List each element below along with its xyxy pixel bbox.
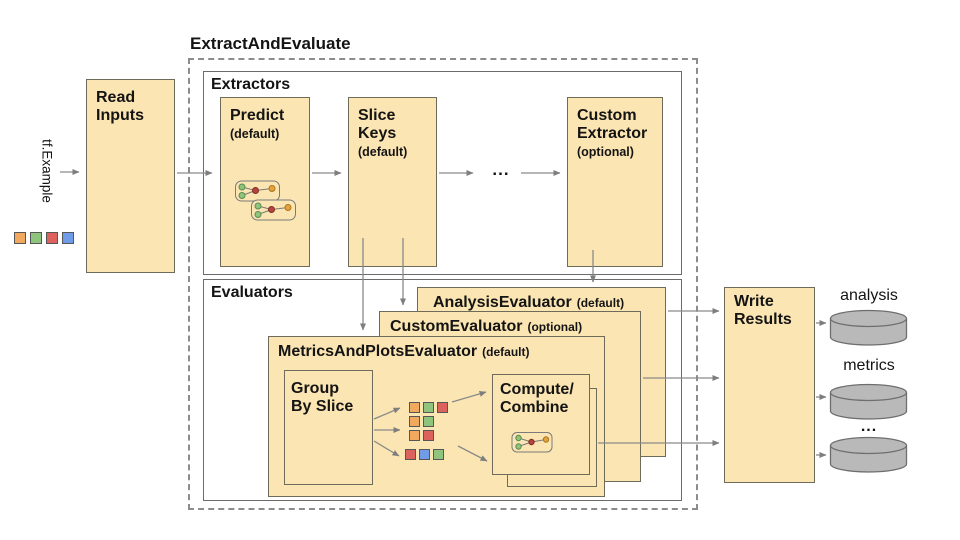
green-example-square: [30, 232, 42, 244]
red-example-square: [46, 232, 58, 244]
output-metrics-label: metrics: [843, 357, 895, 374]
slice-keys-extractor-box: Slice Keys (default): [348, 97, 437, 267]
write-results-box: Write Results: [724, 287, 815, 483]
predict-title: Predict: [230, 107, 285, 124]
analysis-database-cylinder-icon: [829, 309, 908, 346]
custom-extractor-qualifier: (optional): [577, 144, 634, 159]
orange-example-square: [409, 402, 420, 413]
slice-squares-row-1: [409, 402, 451, 413]
metrics-database-cylinder-icon: [829, 383, 908, 420]
red-example-square: [405, 449, 416, 460]
slice-squares-row-2: [409, 416, 437, 427]
blue-example-square: [419, 449, 430, 460]
green-example-square: [423, 416, 434, 427]
custom-evaluator-name: CustomEvaluator: [390, 318, 523, 335]
metrics-and-plots-evaluator-qualifier: (default): [482, 345, 530, 359]
predict-model-graph-icon: [235, 180, 296, 221]
orange-example-square: [409, 416, 420, 427]
pipeline-title: ExtractAndEvaluate: [190, 34, 351, 53]
red-example-square: [437, 402, 448, 413]
evaluators-label: Evaluators: [211, 284, 293, 301]
output-analysis-label: analysis: [840, 287, 898, 304]
extract-and-evaluate-container: [188, 58, 698, 510]
slice-keys-title: Slice Keys: [358, 107, 397, 142]
green-example-square: [423, 402, 434, 413]
custom-extractor-box: Custom Extractor (optional): [567, 97, 663, 267]
group-by-slice-box: Group By Slice: [284, 370, 373, 485]
blue-example-square: [62, 232, 74, 244]
orange-example-square: [409, 430, 420, 441]
slice-squares-row-4: [405, 449, 447, 460]
more-outputs-database-cylinder-icon: [829, 436, 908, 473]
compute-combine-box: Compute/ Combine: [492, 374, 590, 475]
input-example-squares: [14, 232, 78, 244]
green-example-square: [433, 449, 444, 460]
slice-keys-qualifier: (default): [358, 144, 408, 159]
group-by-slice-title: Group By Slice: [291, 380, 354, 415]
compute-combine-title: Compute/ Combine: [500, 381, 574, 416]
metrics-and-plots-evaluator-name: MetricsAndPlotsEvaluator: [278, 343, 478, 360]
custom-extractor-title: Custom Extractor: [577, 107, 648, 142]
analysis-evaluator-qualifier: (default): [576, 296, 625, 310]
write-results-title: Write Results: [734, 293, 792, 328]
orange-example-square: [14, 232, 26, 244]
compute-combine-graph-icon: [511, 432, 553, 453]
read-inputs-box: Read Inputs: [86, 79, 175, 273]
tf-example-label: tf.Example: [39, 139, 55, 203]
read-inputs-title: Read Inputs: [96, 89, 144, 124]
predict-qualifier: (default): [230, 126, 280, 141]
extractors-label: Extractors: [211, 76, 291, 93]
custom-evaluator-qualifier: (optional): [527, 320, 583, 334]
red-example-square: [423, 430, 434, 441]
output-ellipsis-label: ...: [860, 418, 878, 435]
slice-squares-row-3: [409, 430, 437, 441]
extractors-ellipsis: ...: [492, 160, 510, 179]
analysis-evaluator-name: AnalysisEvaluator: [433, 294, 572, 311]
